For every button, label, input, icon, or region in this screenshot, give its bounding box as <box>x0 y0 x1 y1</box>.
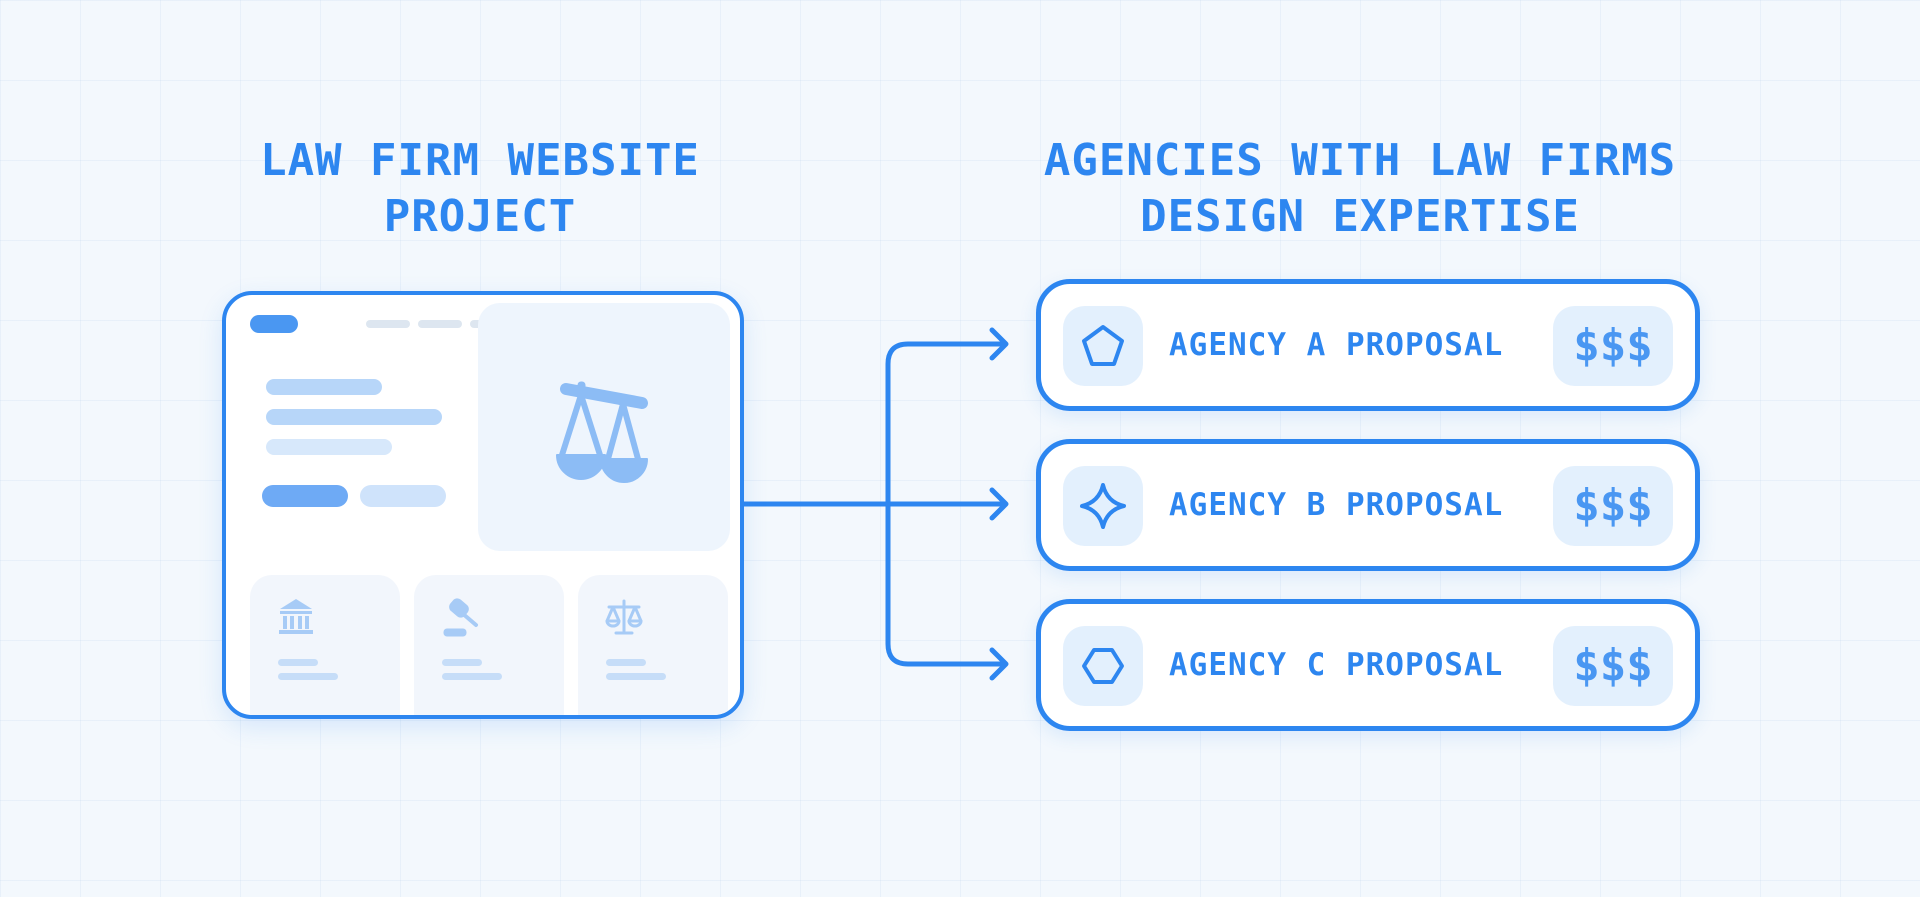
agencies-heading-line-2: DESIGN EXPERTISE <box>1140 191 1580 242</box>
connector-branch-c <box>885 501 1008 667</box>
website-mockup <box>222 291 744 719</box>
pentagon-icon <box>1082 325 1124 366</box>
agency-c-card: AGENCY C PROPOSAL $$$ <box>1036 599 1700 731</box>
mockup-feature-card <box>414 575 564 715</box>
gavel-icon <box>443 598 478 637</box>
card-text-line <box>606 673 666 680</box>
mockup-headline-line <box>266 379 382 395</box>
mockup-nav-item <box>366 320 410 328</box>
card-text-line <box>278 673 338 680</box>
card-text-line <box>278 659 318 666</box>
agency-c-label: AGENCY C PROPOSAL <box>1169 647 1504 683</box>
agencies-heading-line-1: AGENCIES WITH LAW FIRMS <box>1043 135 1677 186</box>
agency-a-card: AGENCY A PROPOSAL $$$ <box>1036 279 1700 411</box>
agency-b-label: AGENCY B PROPOSAL <box>1169 487 1504 523</box>
hexagon-icon <box>1082 648 1124 684</box>
sparkle-icon <box>1080 483 1126 529</box>
card-text-line <box>442 659 482 666</box>
project-heading: LAW FIRM WEBSITE PROJECT <box>180 133 780 245</box>
card-text-line <box>442 673 502 680</box>
agency-a-price: $$$ <box>1553 306 1673 386</box>
agency-a-icon-box <box>1063 306 1143 386</box>
agencies-heading: AGENCIES WITH LAW FIRMS DESIGN EXPERTISE <box>980 133 1740 245</box>
agency-c-icon-box <box>1063 626 1143 706</box>
arrowhead-b <box>989 487 1009 521</box>
mockup-text-line <box>266 409 442 425</box>
courthouse-icon <box>279 599 313 634</box>
mockup-logo-pill <box>250 315 298 333</box>
agency-b-icon-box <box>1063 466 1143 546</box>
scales-of-justice-icon <box>556 381 648 483</box>
agency-b-card: AGENCY B PROPOSAL $$$ <box>1036 439 1700 571</box>
arrowhead-a <box>989 327 1009 361</box>
connector-branch-a <box>885 341 1008 507</box>
mockup-hero-image <box>478 303 730 551</box>
card-text-line <box>606 659 646 666</box>
mockup-nav-item <box>418 320 462 328</box>
project-heading-line-1: LAW FIRM WEBSITE <box>260 135 700 186</box>
arrowhead-c <box>989 647 1009 681</box>
project-heading-line-2: PROJECT <box>383 191 577 242</box>
mockup-text-line <box>266 439 392 455</box>
agency-b-price: $$$ <box>1553 466 1673 546</box>
mockup-secondary-button <box>360 485 446 507</box>
mockup-feature-card <box>250 575 400 715</box>
scales-icon <box>605 599 643 635</box>
agency-c-price: $$$ <box>1553 626 1673 706</box>
mockup-feature-card <box>578 575 728 715</box>
agency-a-label: AGENCY A PROPOSAL <box>1169 327 1504 363</box>
mockup-primary-button <box>262 485 348 507</box>
